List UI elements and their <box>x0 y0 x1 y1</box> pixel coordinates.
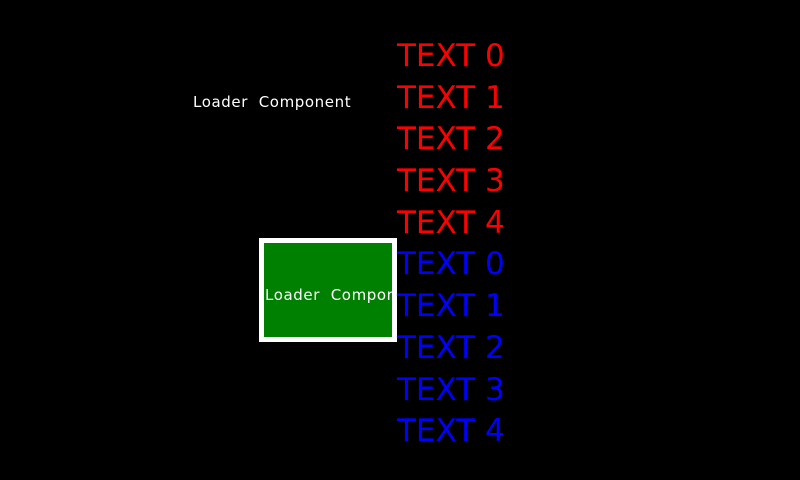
text-list-item-word: TEXT <box>397 79 476 116</box>
text-list-item-word: TEXT <box>397 371 476 408</box>
text-list-item-word: TEXT <box>397 246 476 283</box>
text-list-item-word: TEXT <box>397 413 476 450</box>
text-list-item-index: 1 <box>485 288 505 325</box>
text-list-item-index: 2 <box>485 121 505 158</box>
text-list-item-index: 0 <box>485 38 505 74</box>
text-list-item-word: TEXT <box>397 121 476 158</box>
loader-component-label-top: Loader Component <box>193 93 352 111</box>
text-list-item-word: TEXT <box>397 329 476 366</box>
text-list-item-word: TEXT <box>397 38 476 74</box>
text-list-item-index: 4 <box>485 413 505 450</box>
text-list-item-word: TEXT <box>397 163 476 200</box>
text-list-item-index: 4 <box>485 204 505 241</box>
text-list-item-index: 3 <box>485 163 505 200</box>
text-list-item-word: TEXT <box>397 204 476 241</box>
loader-component-box[interactable]: Loader Component <box>259 238 397 342</box>
text-list-item-index: 2 <box>485 329 505 366</box>
text-list-item-word: TEXT <box>397 288 476 325</box>
text-list-item-index: 0 <box>485 246 505 283</box>
loader-component-box-clip: Loader Component <box>264 243 392 337</box>
text-list-item-index: 3 <box>485 371 505 408</box>
text-list-item-index: 1 <box>485 79 505 116</box>
loader-component-label-inner: Loader Component <box>265 286 392 304</box>
